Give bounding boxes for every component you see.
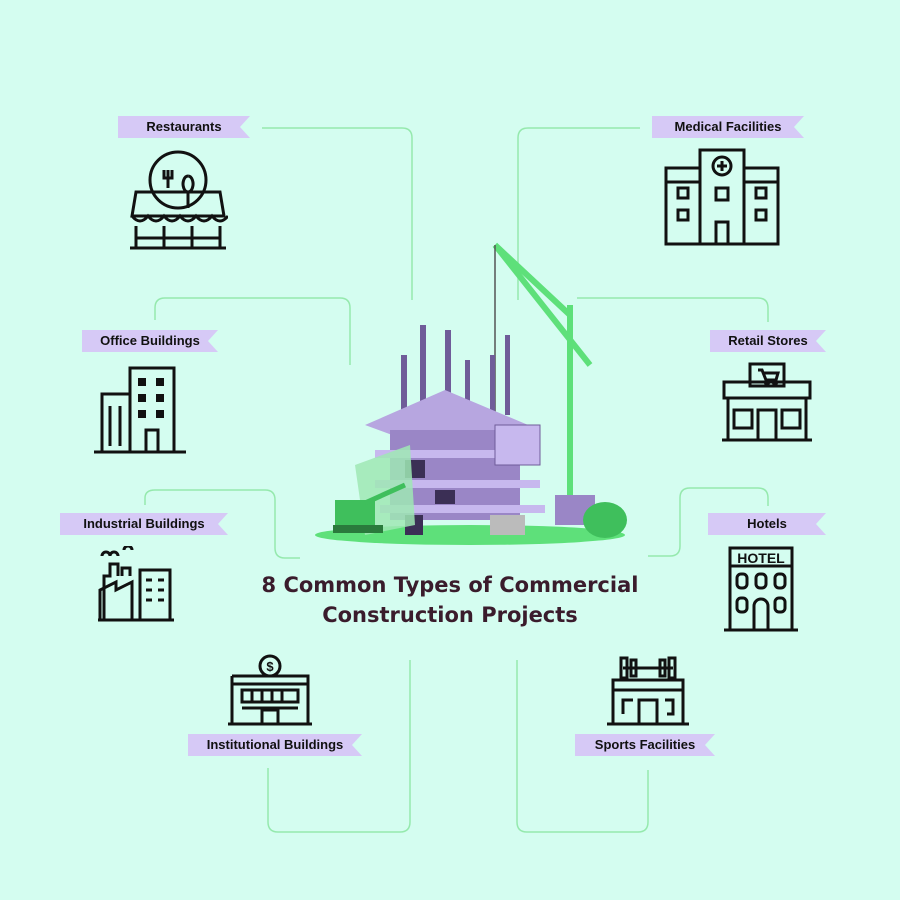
label-institutional-buildings: Institutional Buildings: [188, 734, 362, 756]
connector-restaurants: [262, 127, 413, 300]
label-office-buildings: Office Buildings: [82, 330, 218, 352]
factory-icon: [98, 546, 174, 622]
title-line-1: 8 Common Types of Commercial: [261, 573, 639, 597]
bank-icon: $: [228, 654, 312, 726]
label-industrial-buildings: Industrial Buildings: [60, 513, 228, 535]
office-building-icon: [94, 366, 186, 454]
label-retail-stores: Retail Stores: [710, 330, 826, 352]
construction-site-illustration: [315, 242, 627, 545]
restaurant-icon: [130, 150, 228, 250]
label-sports-facilities: Sports Facilities: [575, 734, 715, 756]
label-hotels: Hotels: [708, 513, 826, 535]
excavator-icon: [333, 482, 407, 533]
label-medical-facilities: Medical Facilities: [652, 116, 804, 138]
label-restaurants: Restaurants: [118, 116, 250, 138]
building-icon: [365, 390, 545, 535]
connector-hotels: [648, 487, 769, 557]
connector-institutional: [267, 660, 411, 833]
svg-text:$: $: [266, 659, 274, 674]
title-line-2: Construction Projects: [322, 603, 578, 627]
retail-store-icon: [722, 362, 812, 442]
connector-medical: [517, 127, 640, 300]
connector-office: [154, 297, 351, 365]
connector-sports: [516, 660, 649, 833]
connector-industrial: [144, 489, 300, 559]
infographic-title: 8 Common Types of Commercial Constructio…: [240, 570, 660, 630]
hospital-icon: [664, 148, 780, 246]
gym-icon: [607, 656, 689, 726]
hotel-icon: HOTEL: [724, 546, 798, 632]
hotel-sign-text: HOTEL: [737, 550, 785, 566]
crane-icon: [492, 242, 593, 505]
connector-retail: [577, 297, 769, 322]
